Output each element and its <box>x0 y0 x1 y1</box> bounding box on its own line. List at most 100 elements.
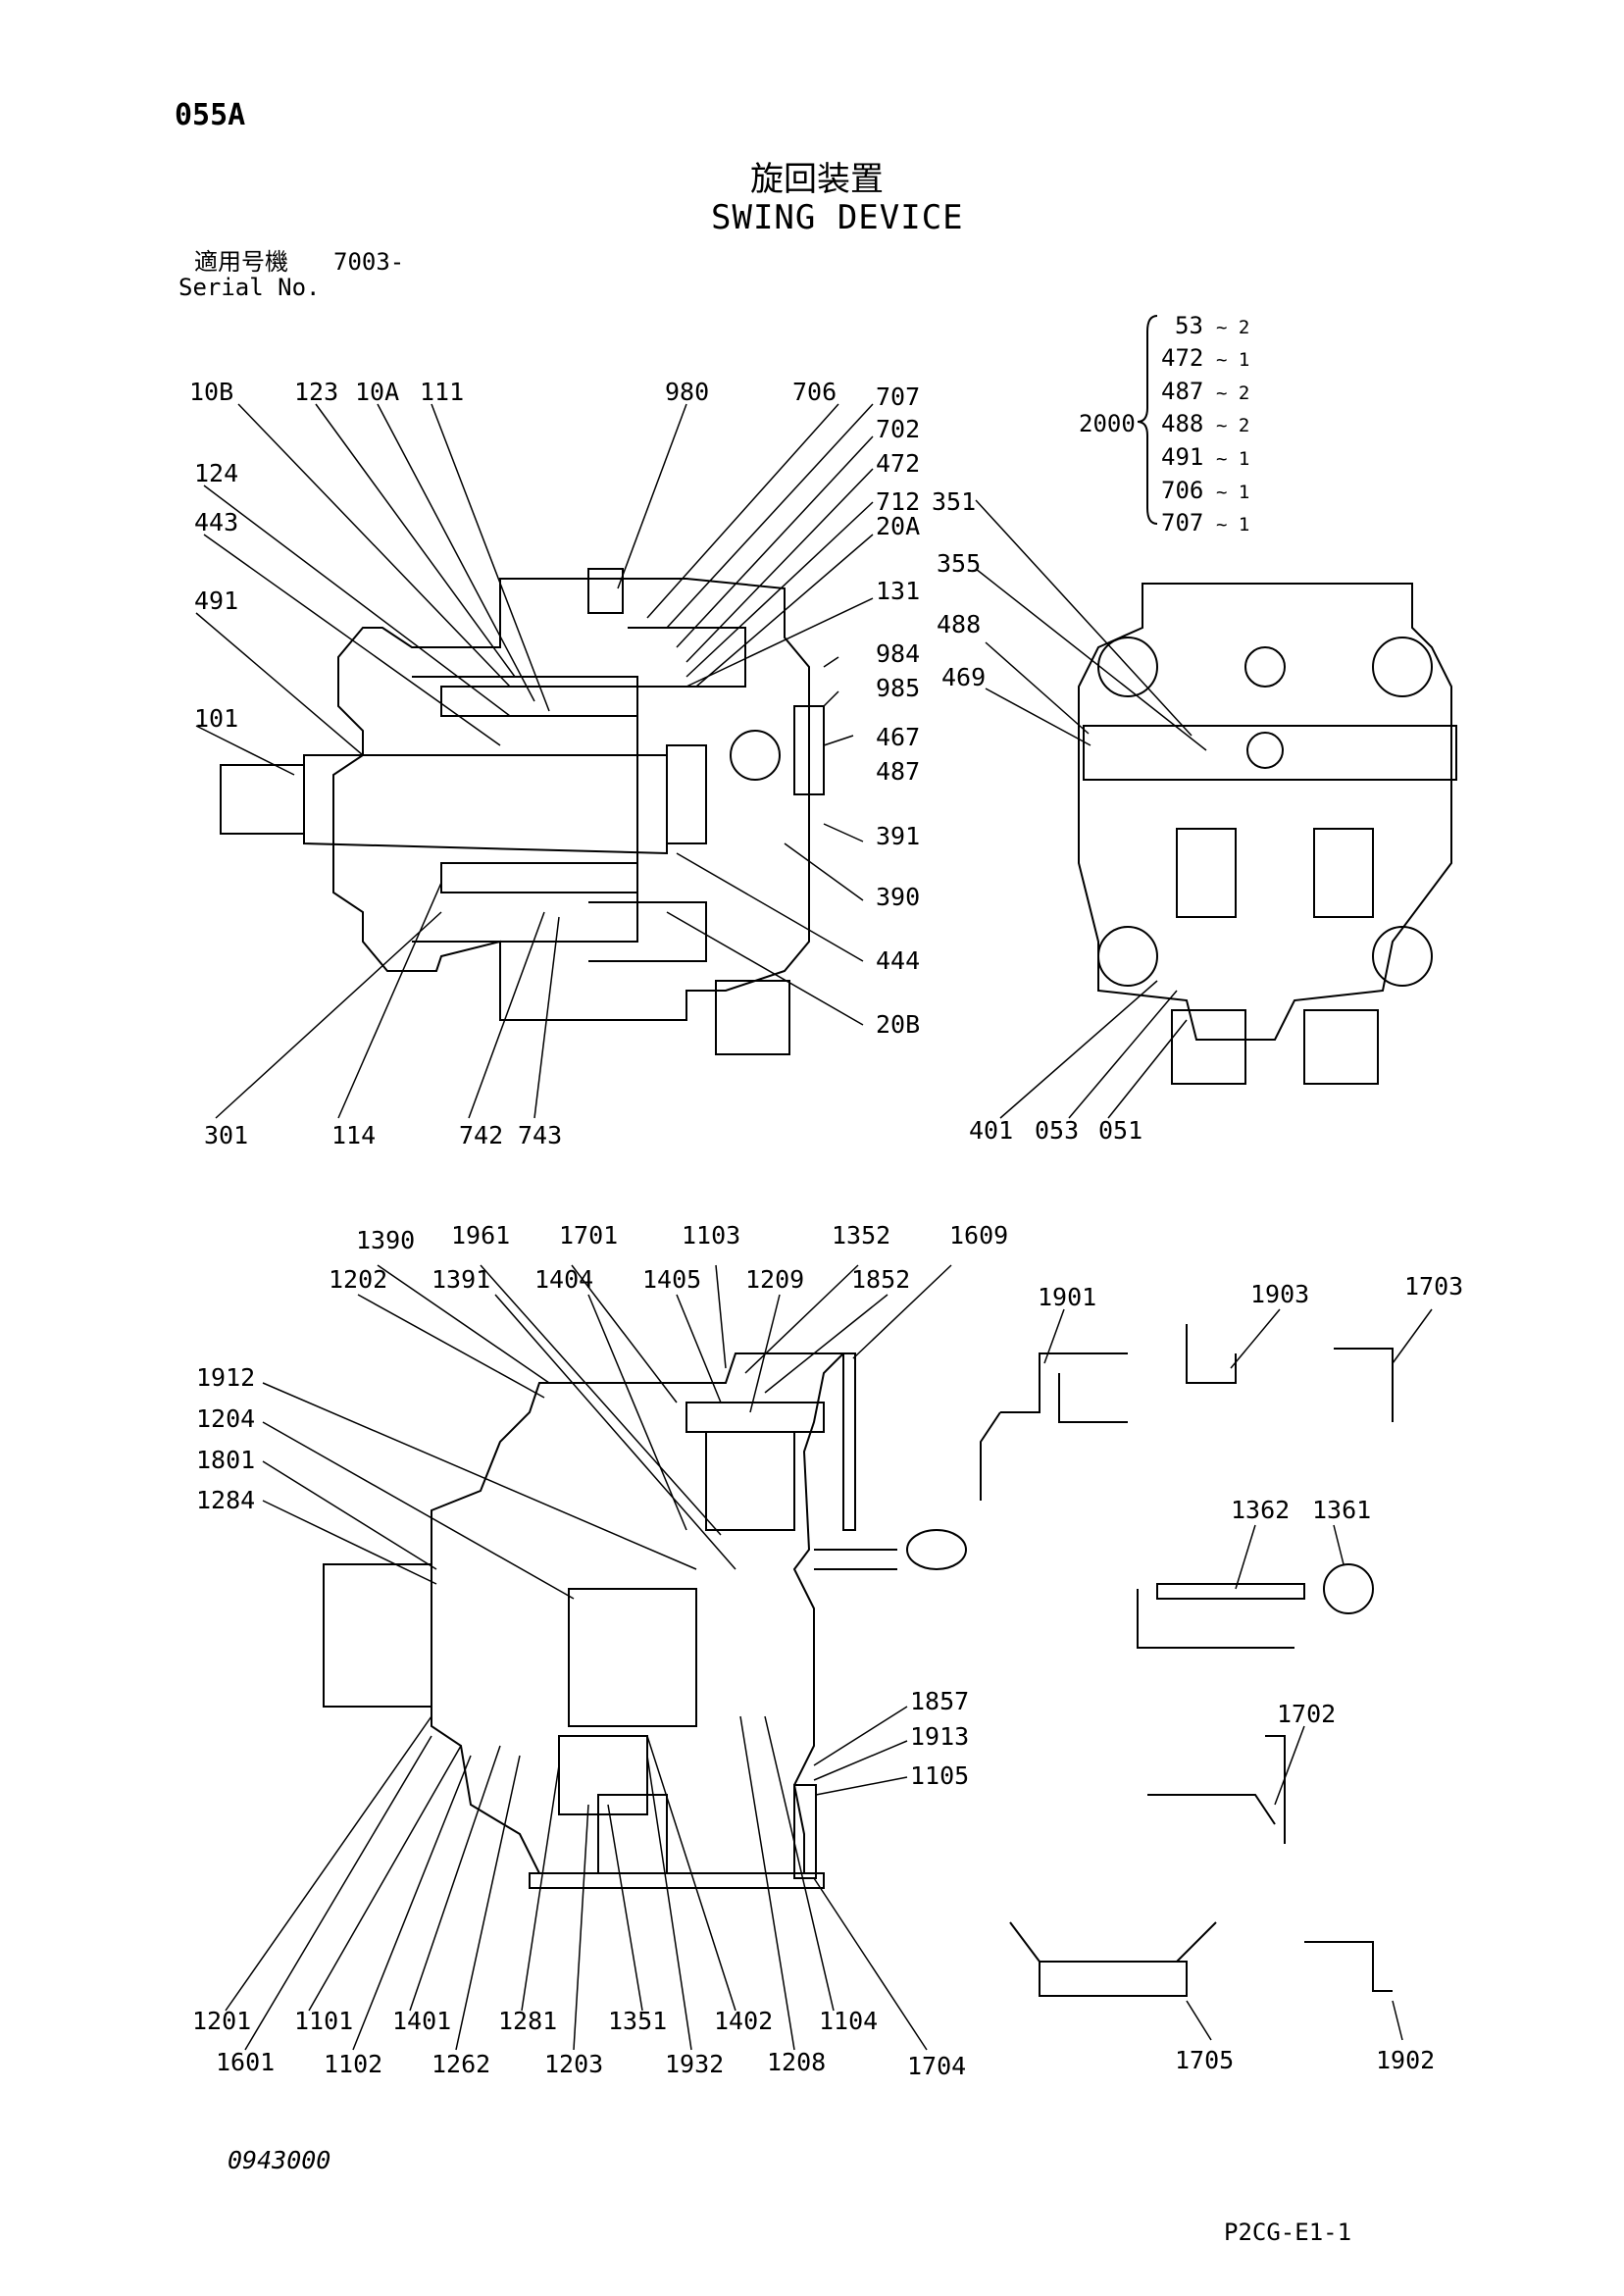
part-label: 1362 <box>1231 1496 1291 1524</box>
drawing-number: 0943000 <box>228 2146 331 2174</box>
reduction-gear-leaders <box>225 1264 952 2051</box>
part-label: 443 <box>194 508 239 536</box>
part-label: 1932 <box>665 2050 725 2078</box>
valve-leaders <box>975 499 1207 1119</box>
part-label: 101 <box>194 704 239 733</box>
part-label: 1902 <box>1376 2046 1436 2074</box>
part-label: 1361 <box>1312 1496 1372 1524</box>
part-label: 1401 <box>392 2007 452 2035</box>
part-label: 10A <box>355 378 400 406</box>
part-label: 743 <box>518 1121 563 1149</box>
kit-item-qty: ~ 2 <box>1216 317 1250 338</box>
detail-leaders <box>1043 1308 1433 2041</box>
kit-item-part: 707 <box>1161 509 1204 536</box>
title-japanese: 旋回装置 <box>750 160 884 199</box>
part-label: 1913 <box>910 1722 970 1751</box>
part-label: 712 <box>876 487 921 516</box>
part-label: 355 <box>937 549 982 578</box>
part-label: 1352 <box>832 1221 891 1250</box>
part-label: 1101 <box>294 2007 354 2035</box>
part-label: 1201 <box>192 2007 252 2035</box>
part-label: 1852 <box>851 1265 911 1294</box>
kit-item-part: 491 <box>1161 443 1204 471</box>
part-label: 984 <box>876 639 921 668</box>
serial-label-jp: 適用号機 <box>194 248 288 276</box>
part-label: 1391 <box>431 1265 491 1294</box>
part-label: 1601 <box>216 2048 276 2076</box>
part-label: 401 <box>969 1116 1014 1145</box>
part-label: 1209 <box>745 1265 805 1294</box>
part-label: 1204 <box>196 1404 256 1433</box>
part-label: 351 <box>932 487 977 516</box>
part-label: 1903 <box>1250 1280 1310 1308</box>
part-label: 1208 <box>767 2048 827 2076</box>
serial-value: 7003- <box>333 248 405 276</box>
kit-number: 2000 <box>1079 410 1136 437</box>
part-label: 1609 <box>949 1221 1009 1250</box>
part-label: 10B <box>189 378 234 406</box>
part-label: 20B <box>876 1010 921 1039</box>
page-reference: P2CG-E1-1 <box>1224 2219 1352 2246</box>
part-label: 114 <box>331 1121 377 1149</box>
part-label: 1281 <box>498 2007 558 2035</box>
part-label: 301 <box>204 1121 249 1149</box>
part-label: 1405 <box>642 1265 702 1294</box>
kit-item-part: 706 <box>1161 477 1204 504</box>
part-label: 985 <box>876 674 921 702</box>
reduction-gear-section <box>323 1352 967 1889</box>
part-label: 1961 <box>451 1221 511 1250</box>
part-label: 131 <box>876 577 921 605</box>
part-label: 123 <box>294 378 339 406</box>
kit-item-qty: ~ 2 <box>1216 383 1250 404</box>
serial-label-en: Serial No. <box>178 274 321 301</box>
kit-item-qty: ~ 1 <box>1216 448 1250 470</box>
part-label: 051 <box>1098 1116 1143 1145</box>
part-label: 1103 <box>682 1221 741 1250</box>
part-label: 053 <box>1035 1116 1080 1145</box>
part-label: 488 <box>937 610 982 638</box>
part-label: 1901 <box>1038 1283 1097 1311</box>
part-label: 469 <box>941 663 987 691</box>
part-label: 390 <box>876 883 921 911</box>
kit-item-part: 472 <box>1161 344 1204 372</box>
part-label: 491 <box>194 587 239 615</box>
kit-item-qty: ~ 2 <box>1216 415 1250 436</box>
swing-motor-leaders <box>195 403 874 1119</box>
part-label: 444 <box>876 946 921 975</box>
kit-brace <box>1137 315 1158 525</box>
part-label: 706 <box>792 378 837 406</box>
part-label: 467 <box>876 723 921 751</box>
part-label: 472 <box>876 449 921 478</box>
part-label: 1102 <box>324 2050 383 2078</box>
part-label: 1702 <box>1277 1700 1337 1728</box>
part-label: 1262 <box>431 2050 491 2078</box>
part-label: 1912 <box>196 1363 256 1392</box>
part-label: 1202 <box>329 1265 388 1294</box>
detail-views <box>980 1324 1394 1997</box>
part-label: 1703 <box>1404 1272 1464 1301</box>
part-label: 20A <box>876 512 921 540</box>
part-label: 487 <box>876 757 921 786</box>
part-label: 1402 <box>714 2007 774 2035</box>
part-label: 1404 <box>534 1265 594 1294</box>
part-label: 1390 <box>356 1226 416 1254</box>
valve-end-view <box>1078 583 1457 1085</box>
part-label: 1203 <box>544 2050 604 2078</box>
page-code: 055A <box>175 98 246 132</box>
kit-item-qty: ~ 1 <box>1216 514 1250 536</box>
part-label: 1701 <box>559 1221 619 1250</box>
title-english: SWING DEVICE <box>711 198 964 237</box>
part-label: 391 <box>876 822 921 850</box>
part-label: 1351 <box>608 2007 668 2035</box>
part-label: 111 <box>420 378 465 406</box>
part-label: 1705 <box>1175 2046 1235 2074</box>
part-label: 1857 <box>910 1687 970 1715</box>
part-label: 980 <box>665 378 710 406</box>
kit-item-qty: ~ 1 <box>1216 349 1250 371</box>
kit-item-part: 488 <box>1161 410 1204 437</box>
part-label: 1104 <box>819 2007 879 2035</box>
part-label: 124 <box>194 459 239 487</box>
part-label: 707 <box>876 383 921 411</box>
part-label: 702 <box>876 415 921 443</box>
kit-item-part: 53 <box>1175 312 1203 339</box>
